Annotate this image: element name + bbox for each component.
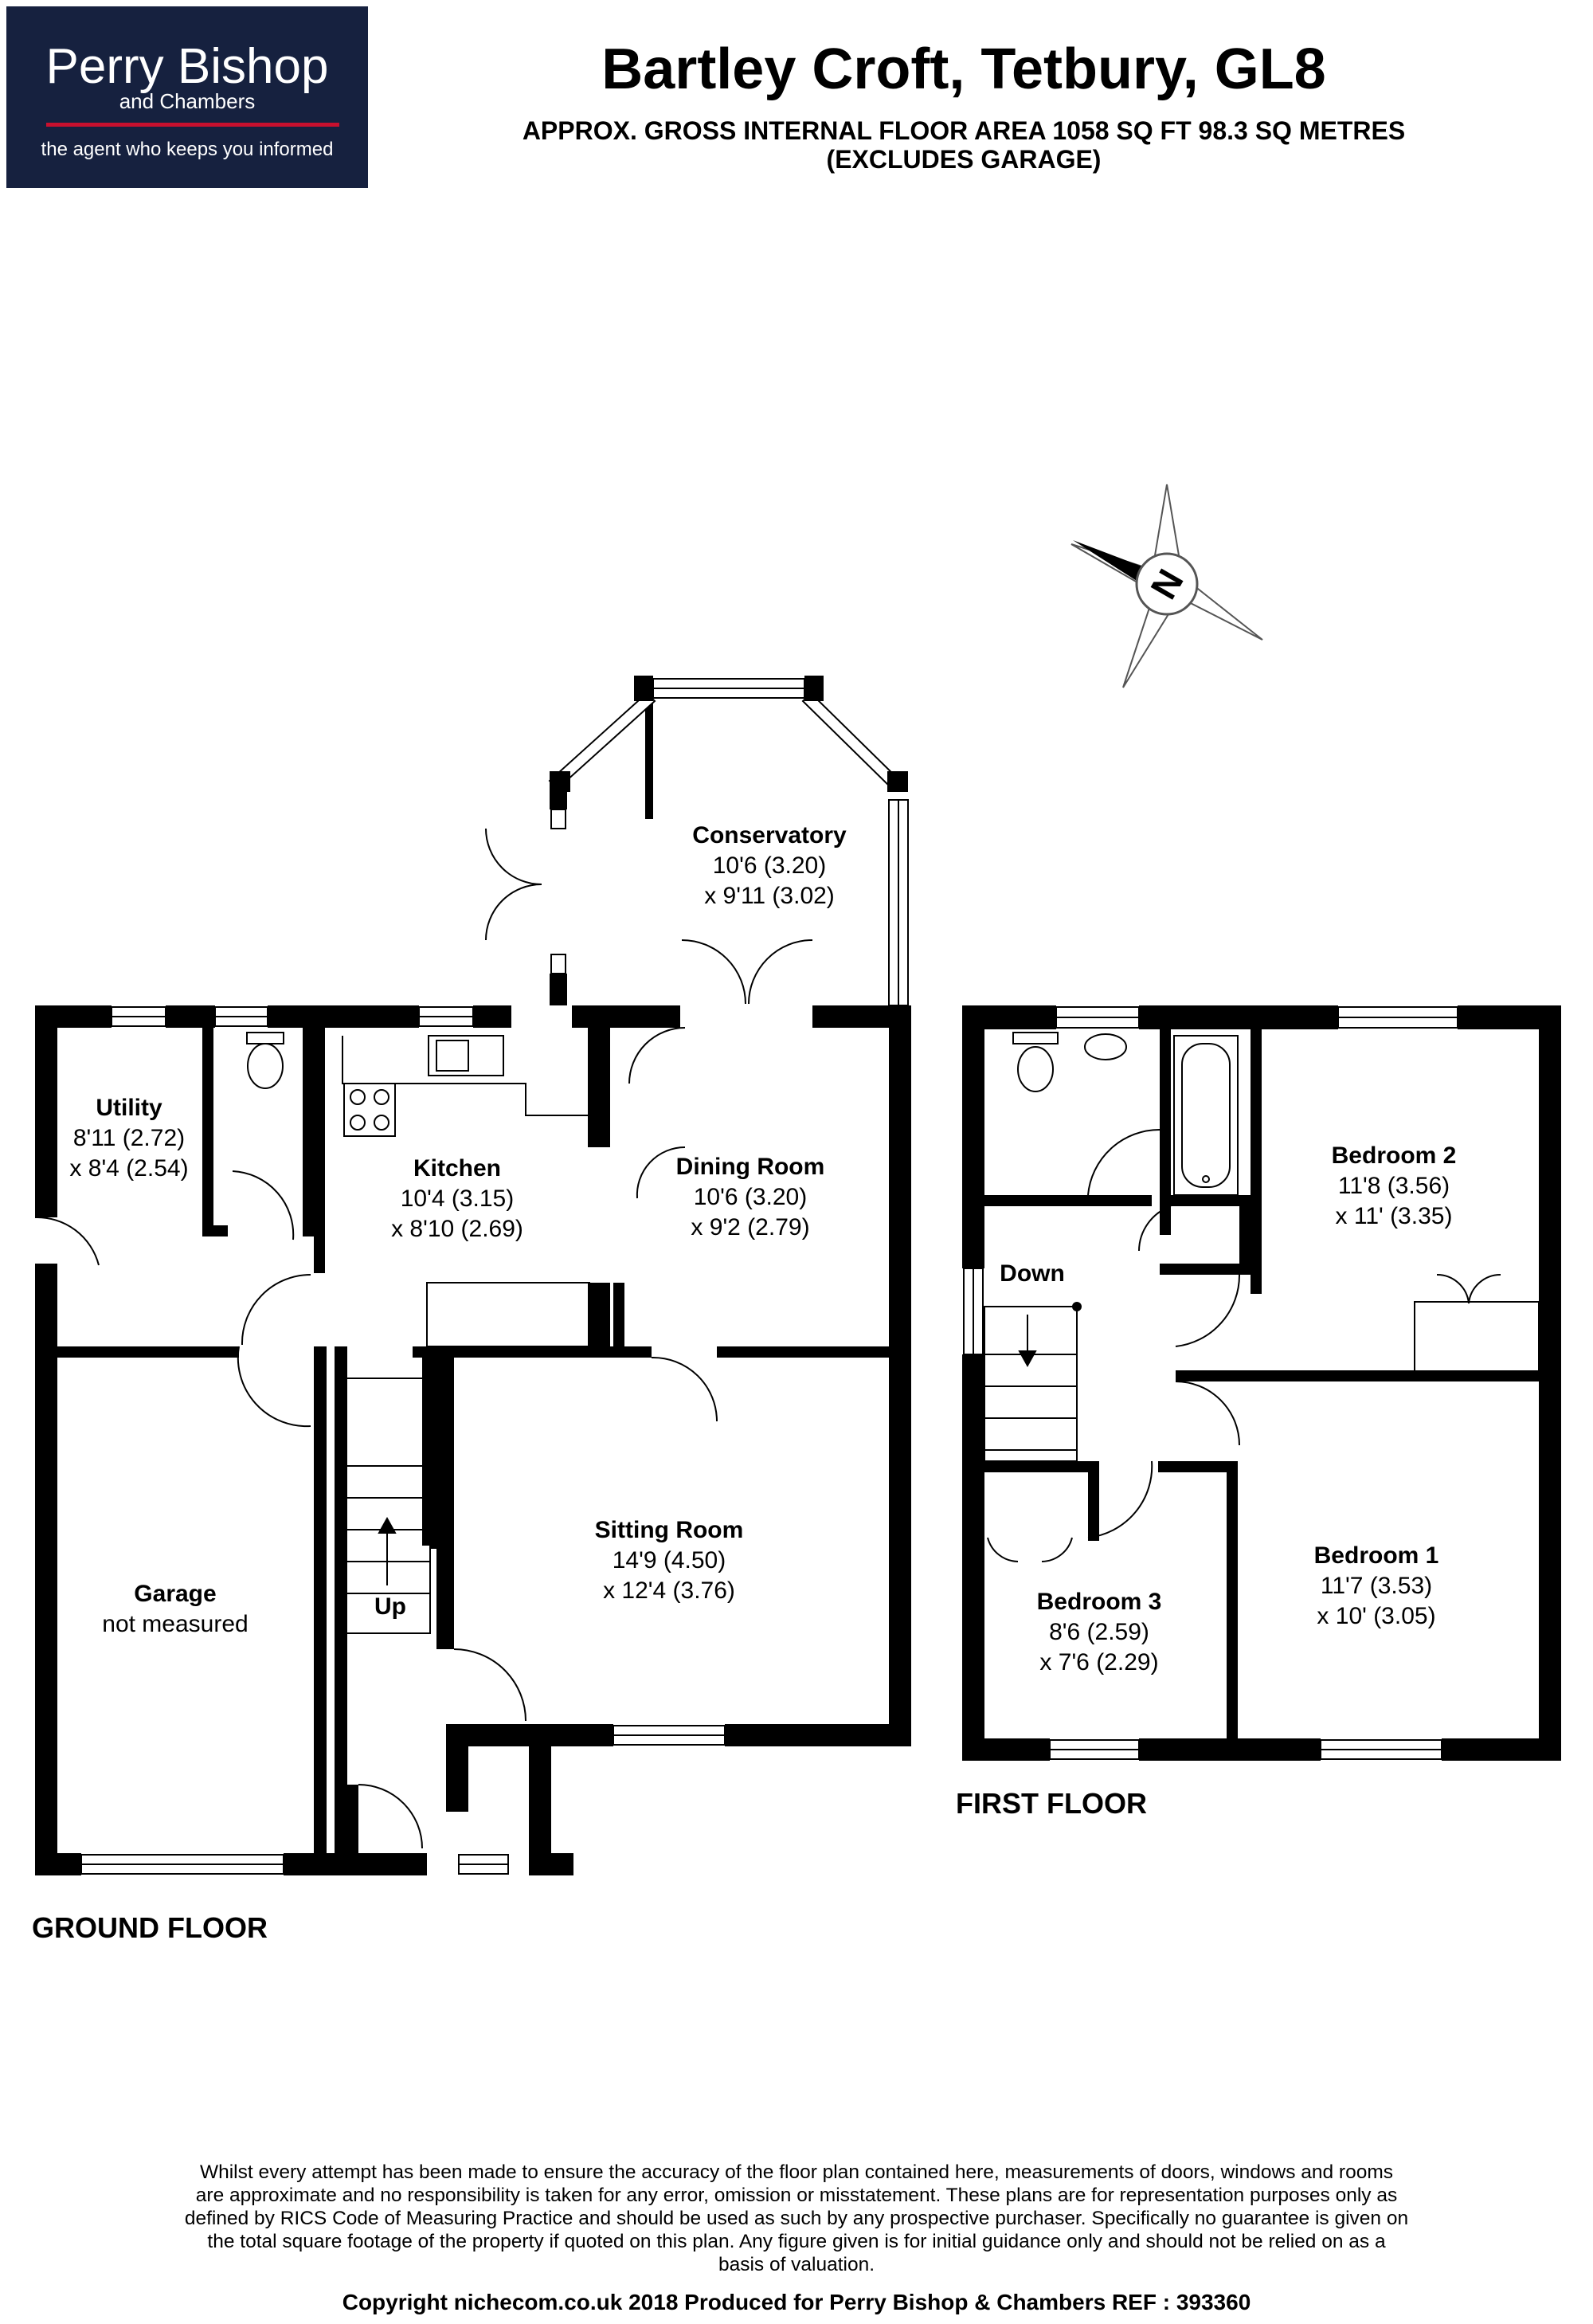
- ground-floor-doors: [34, 828, 813, 1849]
- first-floor-windows: [963, 1006, 1458, 1760]
- room-name-utility: Utility: [96, 1095, 162, 1121]
- room-name-garage: Garage: [134, 1581, 216, 1607]
- stairs-down-label: Down: [1000, 1260, 1065, 1287]
- room-dim1-dining: 10'6 (3.20): [694, 1184, 808, 1210]
- bathroom-fittings: [1012, 1032, 1540, 1373]
- kitchen-fittings: [246, 1032, 590, 1347]
- room-name-bedroom-2: Bedroom 2: [1332, 1142, 1457, 1169]
- room-name-kitchen: Kitchen: [413, 1155, 501, 1182]
- ground-floor-walls: [35, 1005, 911, 1875]
- room-name-bedroom-3: Bedroom 3: [1037, 1589, 1162, 1615]
- conservatory-frame: [548, 676, 909, 1006]
- agency-logo: Perry Bishop and Chambers the agent who …: [6, 6, 368, 188]
- ground-floor-stairs: [342, 1378, 431, 1634]
- logo-tagline: the agent who keeps you informed: [41, 139, 334, 160]
- disclaimer-text: Whilst every attempt has been made to en…: [184, 2161, 1409, 2275]
- first-floor-walls: [962, 1005, 1561, 1761]
- room-dim1-bedroom-2: 11'8 (3.56): [1338, 1173, 1450, 1199]
- ground-floor-windows: [80, 1006, 726, 1875]
- room-dim1-bedroom-3: 8'6 (2.59): [1049, 1619, 1149, 1645]
- room-dim1-sitting: 14'9 (4.50): [613, 1547, 726, 1574]
- room-dim2-bedroom-2: x 11' (3.35): [1336, 1203, 1453, 1229]
- room-name-bedroom-1: Bedroom 1: [1314, 1542, 1439, 1569]
- room-dim2-utility: x 8'4 (2.54): [69, 1155, 188, 1182]
- room-dim2-bedroom-1: x 10' (3.05): [1317, 1603, 1435, 1629]
- room-dim2-conservatory: x 9'11 (3.02): [704, 883, 835, 909]
- ground-floor-label: GROUND FLOOR: [32, 1911, 268, 1944]
- logo-divider: [46, 123, 339, 127]
- logo-brand: Perry Bishop: [45, 39, 329, 94]
- room-name-dining: Dining Room: [676, 1154, 825, 1180]
- floor-area-text: APPROX. GROSS INTERNAL FLOOR AREA 1058 S…: [522, 116, 1406, 145]
- room-dim1-kitchen: 10'4 (3.15): [401, 1186, 515, 1212]
- property-title: Bartley Croft, Tetbury, GL8: [601, 37, 1326, 101]
- logo-subtitle: and Chambers: [119, 89, 256, 113]
- floor-area-note: (EXCLUDES GARAGE): [826, 145, 1102, 174]
- room-dim2-sitting: x 12'4 (3.76): [603, 1577, 735, 1604]
- copyright-line: Copyright nichecom.co.uk 2018 Produced f…: [342, 2290, 1251, 2314]
- room-name-sitting: Sitting Room: [595, 1517, 744, 1543]
- stairs-up-label: Up: [374, 1593, 406, 1620]
- first-floor-label: FIRST FLOOR: [956, 1787, 1147, 1820]
- room-labels: Conservatory 10'6 (3.20) x 9'11 (3.02) U…: [69, 822, 1456, 1675]
- room-name-conservatory: Conservatory: [692, 822, 847, 848]
- room-dim2-dining: x 9'2 (2.79): [691, 1214, 809, 1240]
- first-floor-doors: [987, 1128, 1501, 1562]
- room-dim1-bedroom-1: 11'7 (3.53): [1321, 1573, 1432, 1599]
- room-dim1-garage: not measured: [102, 1611, 248, 1637]
- room-dim2-bedroom-3: x 7'6 (2.29): [1039, 1649, 1158, 1675]
- room-dim2-kitchen: x 8'10 (2.69): [391, 1216, 523, 1242]
- first-floor-stairs: [984, 1302, 1082, 1462]
- room-dim1-conservatory: 10'6 (3.20): [713, 852, 827, 879]
- compass-rose-icon: N: [1070, 484, 1263, 688]
- room-dim1-utility: 8'11 (2.72): [73, 1125, 185, 1151]
